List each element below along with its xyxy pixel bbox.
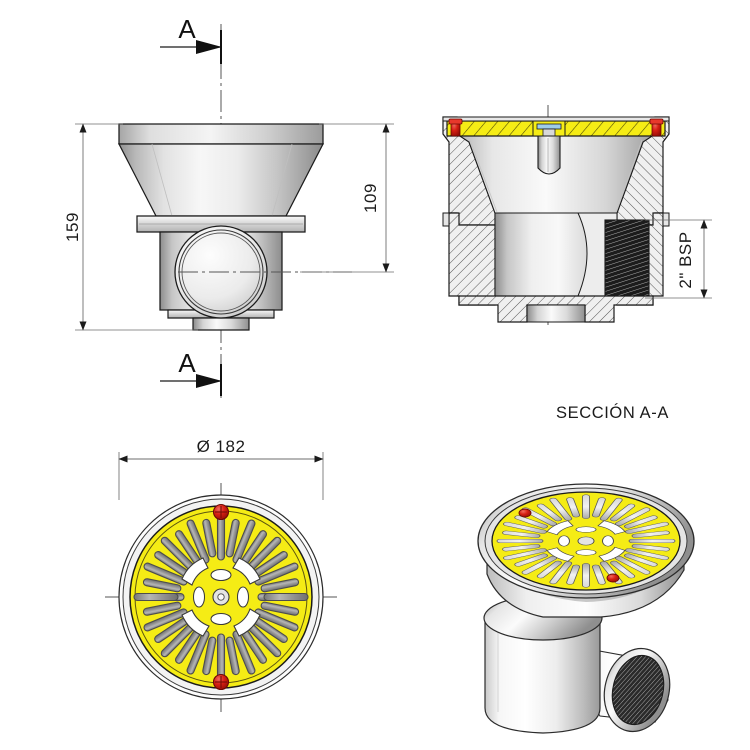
iso-screw-upper-left <box>518 508 532 518</box>
section-screw-right <box>649 118 664 137</box>
funnel-top-rim <box>118 123 324 145</box>
section-center-stem <box>537 135 561 175</box>
section-spigot-bore <box>526 304 586 323</box>
isometric-view <box>477 483 695 734</box>
front-elevation-view: A A <box>63 14 394 398</box>
plan-view: Ø 182 <box>105 437 337 712</box>
dimension-159: 159 <box>63 123 198 331</box>
plan-center-oval-slots <box>192 568 250 626</box>
iso-outlet-thread <box>611 654 665 726</box>
section-marker-bottom-label: A <box>178 348 196 378</box>
dimension-109-label: 109 <box>361 183 380 213</box>
section-body-left <box>448 212 496 306</box>
front-view-geometry <box>117 123 352 331</box>
section-marker-top-label: A <box>178 14 196 44</box>
section-center-hub <box>532 120 566 137</box>
section-marker-bottom: A <box>160 348 222 396</box>
iso-lower-cylinder <box>484 619 601 734</box>
iso-screw-lower-right <box>606 573 620 583</box>
plan-side-keyslots <box>133 592 309 602</box>
section-screw-left <box>448 118 463 137</box>
plan-screw-bottom <box>212 673 230 691</box>
section-grate-lip <box>442 116 670 122</box>
iso-grate-slots-group <box>496 494 676 588</box>
section-marker-top: A <box>160 14 222 64</box>
section-right-tab <box>662 212 670 227</box>
section-left-tab <box>442 212 450 227</box>
dimension-182: Ø 182 <box>118 437 324 500</box>
plan-screw-top <box>212 503 230 521</box>
dimension-159-label: 159 <box>63 212 82 242</box>
section-outlet-thread <box>604 219 650 299</box>
plan-center-hole <box>217 593 225 601</box>
funnel-cone <box>117 143 325 217</box>
dimension-182-label: Ø 182 <box>197 437 246 456</box>
dimension-bsp: 2" BSP <box>645 219 712 299</box>
section-caption: SECCIÓN A-A <box>556 403 669 422</box>
iso-center-features <box>546 520 626 562</box>
section-aa-view: 2" BSP SECCIÓN A-A <box>442 105 712 422</box>
plan-center-arc-slots <box>181 557 261 637</box>
dimension-109: 109 <box>300 123 394 273</box>
bottom-spigot <box>192 317 250 331</box>
dimension-bsp-label: 2" BSP <box>676 231 695 288</box>
